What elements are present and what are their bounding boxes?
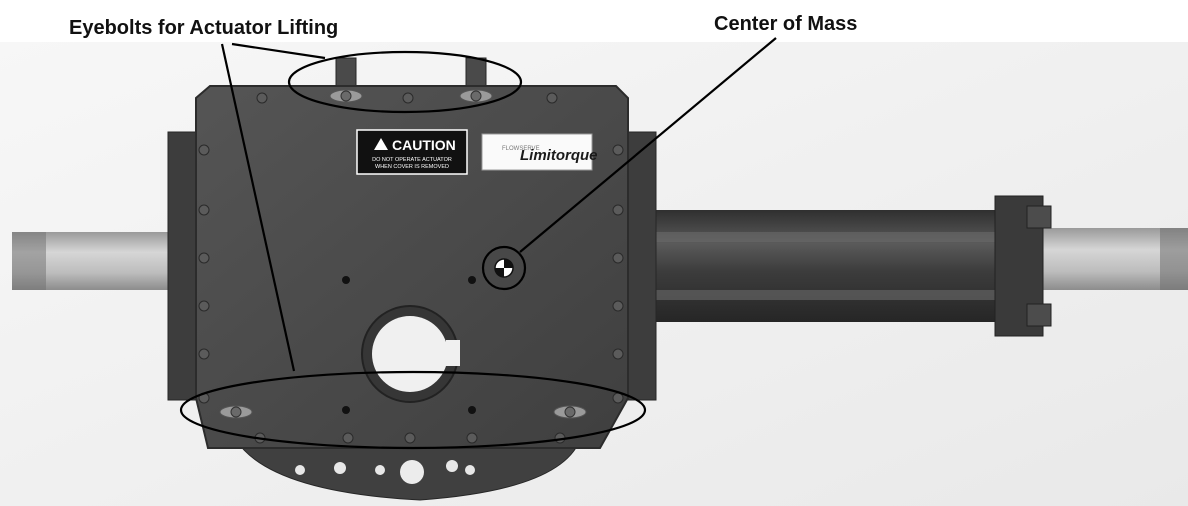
caution-label: CAUTION DO NOT OPERATE ACTUATOR WHEN COV… (356, 129, 468, 175)
center-bore (372, 316, 448, 392)
skirt-hole (446, 460, 458, 472)
cylinder-body (640, 210, 1010, 322)
leader-line-center-of-mass (519, 37, 777, 253)
skirt-hole (334, 462, 346, 474)
warning-triangle-icon (374, 138, 388, 150)
left-shaft-end (12, 232, 46, 290)
callout-ellipse-bottom-eyebolts (179, 370, 647, 450)
header-band (0, 0, 1188, 42)
center-of-mass-symbol (494, 258, 514, 278)
caution-line-1: DO NOT OPERATE ACTUATOR (372, 157, 452, 163)
housing-holes (342, 276, 476, 414)
brand-plate: FLOWSERVE Limitorque (481, 133, 598, 171)
eyebolt-top-right (459, 89, 493, 103)
right-side-flange (623, 131, 657, 401)
callout-circle-center-of-mass (481, 245, 527, 291)
right-shaft-end (1160, 228, 1188, 290)
brand-plate-small-text: FLOWSERVE (502, 146, 540, 152)
callout-ellipse-top-eyebolts (287, 50, 523, 114)
brand-plate-name: Limitorque (520, 147, 598, 164)
skirt-hole-large (400, 460, 424, 484)
cylinder-tie-rod-top (640, 232, 1010, 242)
leader-line-bottom-eyebolts (220, 43, 296, 372)
eyebolt-bottom-right (553, 405, 587, 419)
actuator-housing (195, 85, 629, 449)
bore-keyway (446, 340, 460, 366)
eyebolt-top-left (329, 89, 363, 103)
callout-label-center-of-mass: Center of Mass (714, 13, 857, 35)
skirt-hole (375, 465, 385, 475)
caution-line-2: WHEN COVER IS REMOVED (375, 164, 449, 170)
end-cap-nut-top (1026, 205, 1052, 229)
leader-line-top-eyebolts (231, 42, 326, 60)
skirt-hole (295, 465, 305, 475)
end-cap-nut-bottom (1026, 303, 1052, 327)
housing-bolts (198, 92, 624, 444)
caution-heading: CAUTION (392, 137, 456, 153)
skirt-hole (465, 465, 475, 475)
callout-label-eyebolts: Eyebolts for Actuator Lifting (69, 17, 338, 39)
cylinder-tie-rod-bottom (640, 290, 1010, 300)
eyebolt-bottom-left (219, 405, 253, 419)
